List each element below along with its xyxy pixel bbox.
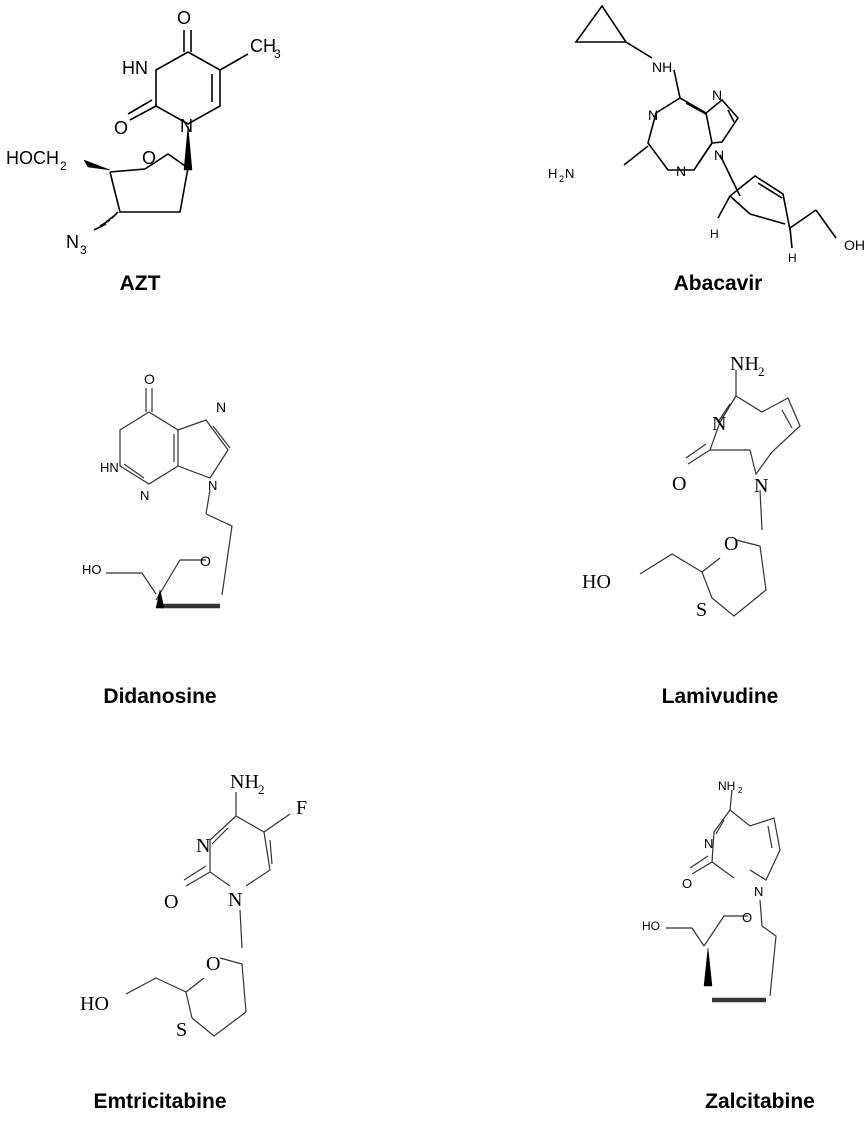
azt-label-ch3: CH (250, 36, 276, 56)
emtricitabine-label-nh2-sub: 2 (258, 782, 265, 797)
azt-label-hn: HN (122, 58, 148, 78)
didanosine-label-hn: HN (100, 460, 119, 475)
zalcitabine-label-o-ring: O (742, 910, 752, 925)
emtricitabine-label-nh2: NH (230, 771, 259, 793)
azt-label-o-left: O (114, 118, 128, 138)
abacavir-label-n-left: N (648, 107, 658, 123)
structure-zalcitabine: NH 2 N O N HO O (620, 730, 864, 1030)
abacavir-label-h-right: H (788, 251, 797, 265)
caption-azt: AZT (119, 272, 161, 295)
didanosine-atom-labels: O HN N N N HO O (82, 371, 226, 577)
didanosine-label-o-top: O (144, 371, 155, 387)
caption-emtricitabine: Emtricitabine (93, 1090, 227, 1113)
structure-emtricitabine: NH 2 F N O N HO O S (60, 730, 360, 1050)
lamivudine-label-s: S (696, 599, 707, 621)
zalcitabine-atom-labels: NH 2 N O N HO O (642, 779, 763, 933)
azt-atom-labels: O HN CH 3 O N HOCH 2 O N 3 (6, 8, 281, 257)
zalcitabine-label-nh2: NH (718, 779, 735, 793)
abacavir-label-n-right: N (712, 87, 722, 103)
structure-abacavir: NH N N N N H 2 N H H OH (540, 0, 864, 300)
azt-label-n3: N (66, 232, 79, 252)
emtricitabine-label-f: F (296, 797, 307, 819)
caption-lamivudine: Lamivudine (661, 685, 779, 708)
emtricitabine-label-n3: N (196, 835, 210, 857)
didanosine-label-n-right: N (216, 399, 226, 415)
structure-didanosine: O HN N N N HO O (60, 360, 320, 640)
abacavir-skeleton (574, 4, 837, 249)
lamivudine-label-n3: N (712, 413, 726, 435)
zalcitabine-label-nh2-sub: 2 (738, 786, 743, 795)
azt-label-o-ring: O (142, 148, 156, 168)
abacavir-label-h2n-n: N (565, 166, 574, 181)
lamivudine-label-nh2-sub: 2 (758, 364, 765, 379)
didanosine-label-n-bottom: N (140, 488, 149, 503)
caption-abacavir: Abacavir (673, 272, 763, 295)
azt-label-o-top: O (177, 8, 191, 28)
azt-label-n1: N (180, 116, 193, 136)
azt-label-hoch2: HOCH (6, 148, 59, 168)
azt-label-n3-sub: 3 (80, 243, 87, 257)
lamivudine-label-n1: N (754, 475, 768, 497)
emtricitabine-label-s: S (176, 1019, 187, 1041)
emtricitabine-label-o-ring: O (206, 953, 220, 975)
abacavir-atom-labels: NH N N N N H 2 N H H OH (548, 59, 864, 265)
abacavir-label-h2n-h: H (548, 166, 557, 181)
emtricitabine-atom-labels: NH 2 F N O N HO O S (80, 771, 307, 1041)
structure-lamivudine: NH 2 N O N HO O S (560, 330, 850, 650)
caption-zalcitabine: Zalcitabine (705, 1090, 815, 1113)
azt-label-ch3-sub: 3 (274, 47, 281, 61)
zalcitabine-label-ho: HO (642, 919, 660, 933)
abacavir-label-h2n-sub: 2 (559, 174, 564, 184)
zalcitabine-skeleton (666, 789, 781, 1003)
emtricitabine-skeleton (125, 792, 291, 1037)
lamivudine-label-o-ring: O (724, 533, 738, 555)
lamivudine-label-o-left: O (672, 473, 686, 495)
caption-didanosine: Didanosine (103, 685, 217, 708)
azt-label-hoch2-sub: 2 (60, 159, 67, 173)
azt-skeleton (83, 30, 249, 231)
zalcitabine-label-n3: N (704, 836, 713, 851)
zalcitabine-label-n1: N (754, 884, 763, 899)
emtricitabine-label-n1: N (228, 889, 242, 911)
didanosine-label-n9: N (208, 478, 217, 493)
didanosine-skeleton (106, 388, 233, 609)
lamivudine-label-nh2: NH (730, 353, 759, 375)
emtricitabine-label-o-left: O (164, 891, 178, 913)
zalcitabine-label-o-left: O (682, 876, 692, 891)
abacavir-label-n-imid: N (714, 147, 724, 163)
lamivudine-skeleton (639, 370, 801, 617)
abacavir-label-h-left: H (710, 227, 719, 241)
lamivudine-atom-labels: NH 2 N O N HO O S (582, 353, 768, 621)
didanosine-label-ho: HO (82, 562, 102, 577)
structure-azt: O HN CH 3 O N HOCH 2 O N 3 (0, 0, 432, 300)
abacavir-label-n-bottom: N (676, 163, 686, 179)
lamivudine-label-ho: HO (582, 571, 611, 593)
didanosine-label-o-ring: O (200, 553, 211, 569)
abacavir-label-oh: OH (844, 237, 864, 253)
abacavir-label-nh: NH (652, 59, 672, 75)
emtricitabine-label-ho: HO (80, 993, 109, 1015)
